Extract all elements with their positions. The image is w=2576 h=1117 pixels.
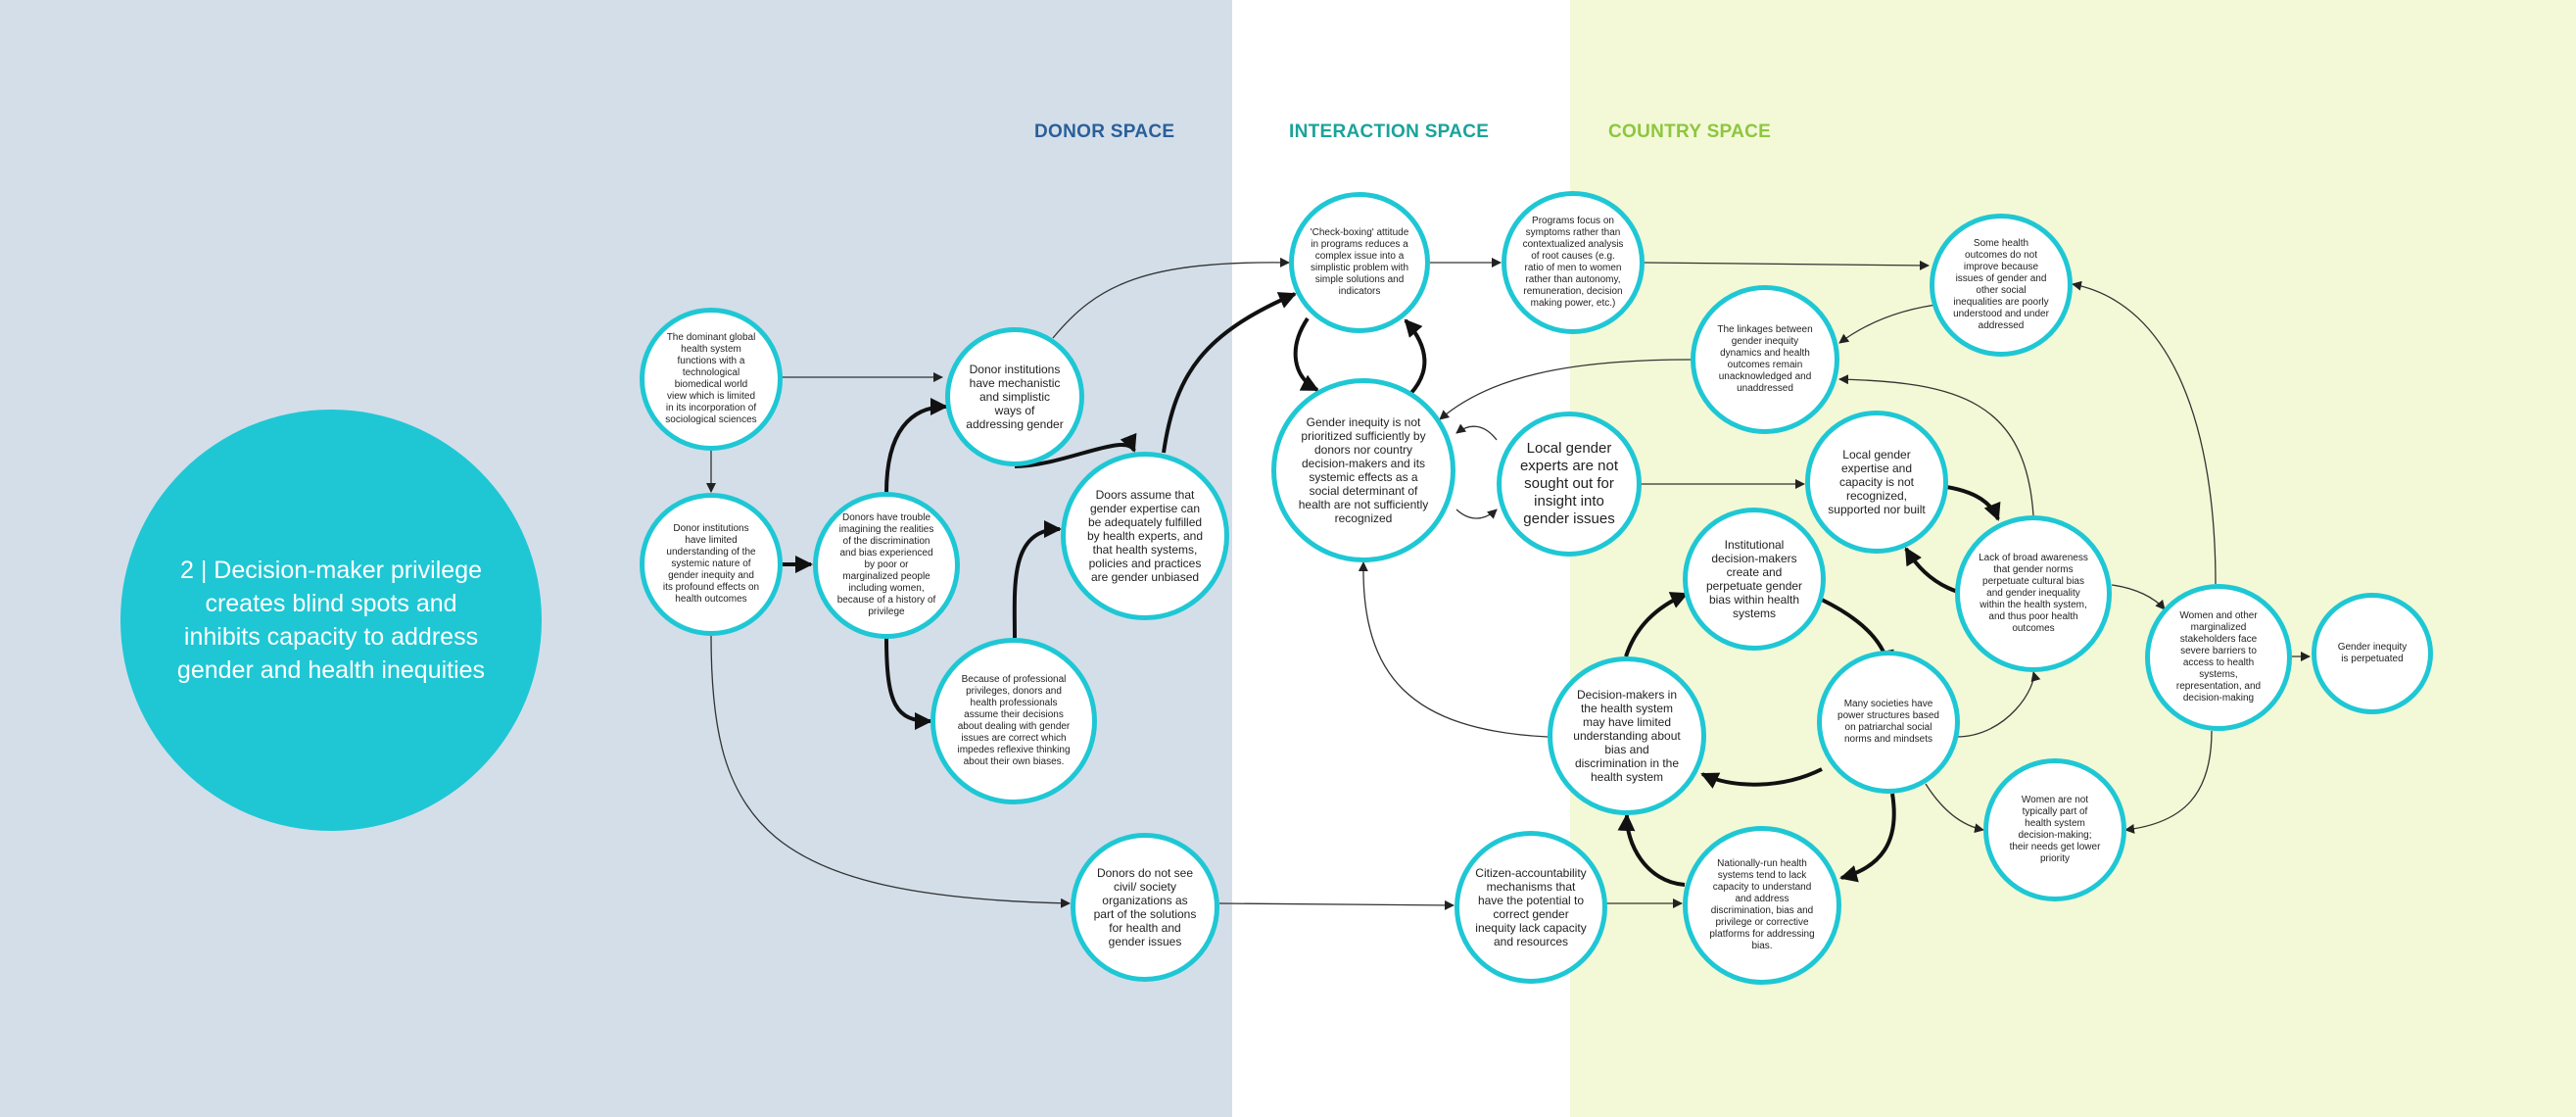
node-donor-limited-understanding-text: Donor institutions have limited understa… (662, 523, 760, 605)
node-donor-limited-understanding: Donor institutions have limited understa… (640, 493, 783, 636)
node-donors-civil-society-text: Donors do not see civil/ society organiz… (1093, 866, 1197, 948)
connector-arrow-5 (884, 637, 932, 730)
node-nationally-run-systems-text: Nationally-run health systems tend to la… (1709, 858, 1815, 951)
node-some-outcomes-not-improve: Some health outcomes do not improve beca… (1930, 214, 2073, 357)
connector-arrow-36 (1218, 899, 1455, 910)
node-local-capacity-not-recognized-text: Local gender expertise and capacity is n… (1828, 448, 1926, 516)
connector-arrow-17 (1838, 303, 1945, 344)
node-donors-civil-society: Donors do not see civil/ society organiz… (1071, 833, 1219, 982)
connector-arrow-32 (2124, 730, 2213, 834)
node-institutional-decision-makers-text: Institutional decision-makers create and… (1705, 538, 1803, 620)
connector-arrow-8 (1052, 257, 1290, 339)
node-doors-assume: Doors assume that gender expertise can b… (1061, 452, 1229, 620)
node-local-experts-not-sought: Local gender experts are not sought out … (1497, 412, 1642, 557)
title-circle: 2 | Decision-maker privilege creates bli… (120, 410, 542, 831)
node-institutional-decision-makers: Institutional decision-makers create and… (1683, 508, 1826, 651)
connector-arrow-26 (1839, 793, 1896, 883)
node-check-boxing: 'Check-boxing' attitude in programs redu… (1289, 192, 1430, 333)
node-nationally-run-systems: Nationally-run health systems tend to la… (1683, 826, 1841, 985)
connector-arrow-27 (1617, 813, 1686, 887)
connector-arrow-25 (1358, 561, 1549, 738)
connector-arrow-31 (2111, 584, 2166, 610)
node-women-not-part-text: Women are not typically part of health s… (2009, 795, 2101, 864)
node-programs-focus-symptoms: Programs focus on symptoms rather than c… (1502, 191, 1645, 334)
node-donor-mechanistic: Donor institutions have mechanistic and … (945, 327, 1084, 466)
node-dominant-worldview-text: The dominant global health system functi… (665, 332, 757, 425)
connector-arrow-7 (1012, 520, 1062, 639)
node-women-marginalized-barriers: Women and other marginalized stakeholder… (2145, 584, 2292, 731)
node-citizen-accountability-text: Citizen-accountability mechanisms that h… (1475, 866, 1587, 948)
connector-arrow-9 (1162, 292, 1297, 454)
node-women-marginalized-barriers-text: Women and other marginalized stakeholder… (2175, 610, 2262, 704)
node-power-structures-text: Many societies have power structures bas… (1837, 699, 1939, 745)
node-power-structures: Many societies have power structures bas… (1817, 651, 1960, 794)
connector-arrow-30 (1925, 783, 1984, 834)
country-space-label: COUNTRY SPACE (1608, 121, 1772, 142)
node-gender-inequity-perpetuated: Gender inequity is perpetuated (2312, 593, 2433, 714)
connector-arrow-23 (1700, 767, 1823, 789)
diagram-title: 2 | Decision-maker privilege creates bli… (176, 557, 486, 684)
connector-arrow-35 (710, 635, 1071, 908)
node-linkages-unacknowledged-text: The linkages between gender inequity dyn… (1717, 324, 1813, 394)
node-local-capacity-not-recognized: Local gender expertise and capacity is n… (1805, 411, 1948, 554)
connector-arrow-34 (2072, 280, 2217, 585)
donor-space-label: DONOR SPACE (1034, 121, 1175, 142)
node-local-experts-not-sought-text: Local gender experts are not sought out … (1519, 440, 1619, 527)
node-professional-privileges: Because of professional privileges, dono… (930, 638, 1097, 804)
connector-arrow-15 (1455, 509, 1498, 519)
node-decision-makers-limited-text: Decision-makers in the health system may… (1573, 688, 1681, 784)
node-some-outcomes-not-improve-text: Some health outcomes do not improve beca… (1953, 238, 2049, 331)
node-donors-trouble-imagining-text: Donors have trouble imagining the realit… (836, 512, 936, 617)
connector-arrow-29 (1955, 671, 2041, 738)
connector-arrow-20 (1838, 374, 2034, 516)
node-dominant-worldview: The dominant global health system functi… (640, 308, 783, 451)
node-professional-privileges-text: Because of professional privileges, dono… (957, 674, 1071, 767)
connector-arrow-11 (1644, 260, 1930, 270)
connector-arrow-12 (1293, 316, 1319, 392)
connector-arrow-24 (1624, 592, 1689, 657)
interaction-space-label: INTERACTION SPACE (1289, 121, 1490, 142)
node-linkages-unacknowledged: The linkages between gender inequity dyn… (1691, 285, 1839, 434)
node-check-boxing-text: 'Check-boxing' attitude in programs redu… (1310, 227, 1409, 297)
node-lack-broad-awareness-text: Lack of broad awareness that gender norm… (1979, 553, 2088, 634)
connector-arrow-14 (1455, 423, 1498, 441)
node-women-not-part: Women are not typically part of health s… (1983, 758, 2126, 901)
connector-arrow-18 (1439, 359, 1692, 420)
node-programs-focus-symptoms-text: Programs focus on symptoms rather than c… (1522, 216, 1624, 309)
connector-arrow-13 (1404, 318, 1427, 396)
node-gender-inequity-perpetuated-text: Gender inequity is perpetuated (2337, 642, 2408, 664)
node-citizen-accountability: Citizen-accountability mechanisms that h… (1455, 831, 1607, 984)
node-lack-broad-awareness: Lack of broad awareness that gender norm… (1955, 515, 2112, 672)
node-not-prioritized: Gender inequity is not prioritized suffi… (1271, 378, 1455, 562)
node-donors-trouble-imagining: Donors have trouble imagining the realit… (813, 492, 960, 639)
connector-arrow-6 (1014, 432, 1137, 468)
connector-arrow-4 (884, 398, 948, 494)
node-donor-mechanistic-text: Donor institutions have mechanistic and … (966, 363, 1064, 431)
node-not-prioritized-text: Gender inequity is not prioritized suffi… (1298, 415, 1429, 525)
node-doors-assume-text: Doors assume that gender expertise can b… (1086, 488, 1204, 584)
node-decision-makers-limited: Decision-makers in the health system may… (1548, 656, 1706, 815)
